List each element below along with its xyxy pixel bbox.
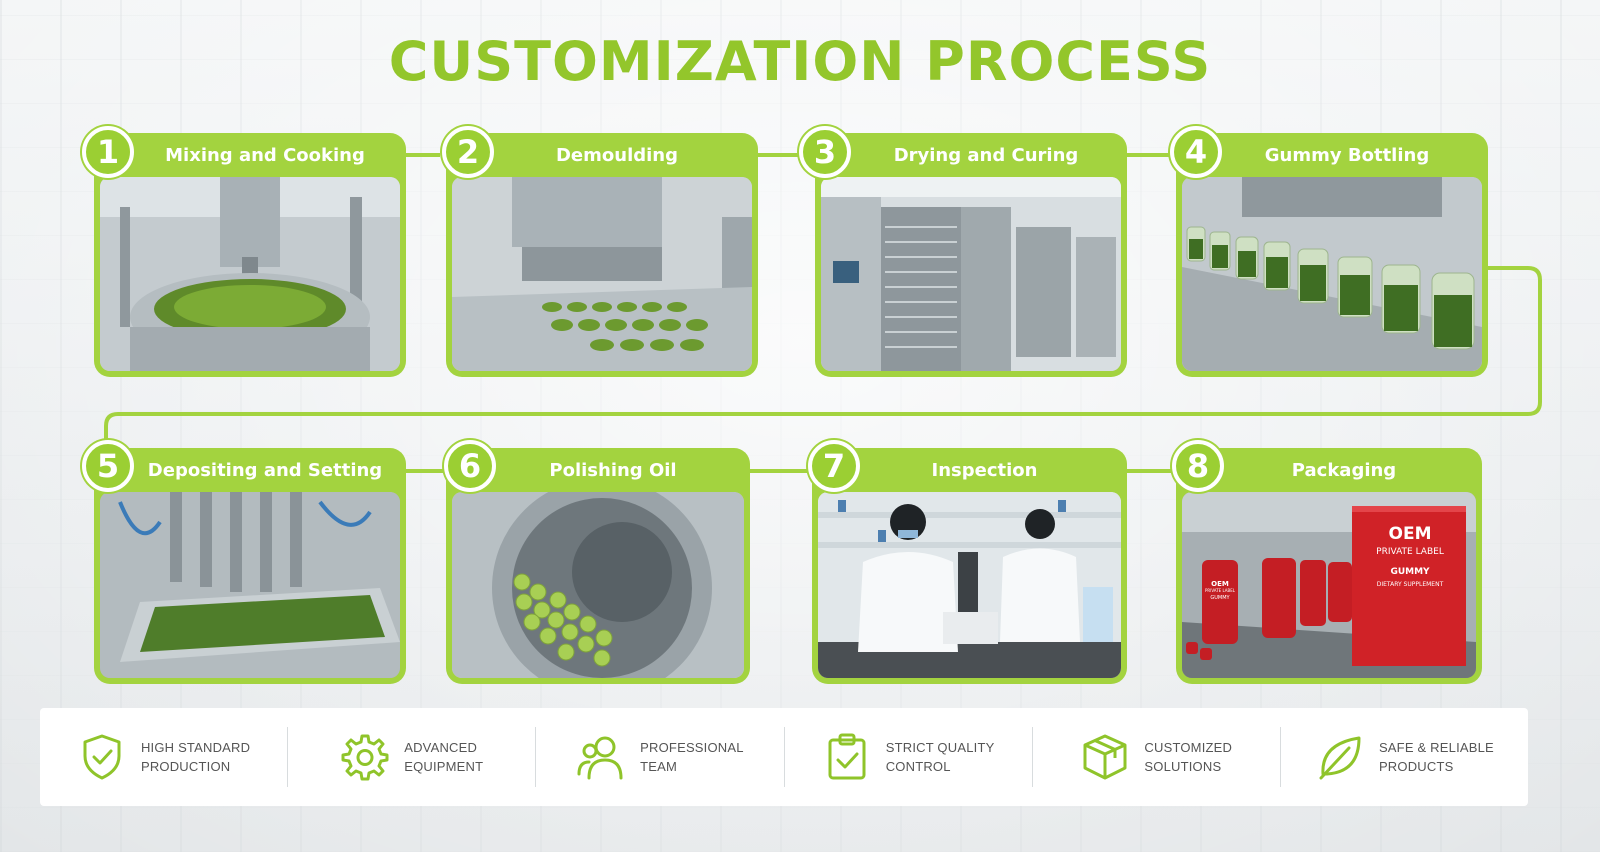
lab-inspection-photo bbox=[818, 492, 1121, 678]
oem-box-text: OEM PRIVATE LABEL GUMMY DIETARY SUPPLEME… bbox=[1376, 524, 1444, 588]
gear-icon bbox=[341, 734, 389, 781]
step-card-depositing-and-setting: Depositing and Setting bbox=[94, 448, 406, 684]
features-bar: HIGH STANDARD PRODUCTION ADVANCED EQUIPM… bbox=[40, 708, 1528, 806]
feature-line: PROFESSIONAL bbox=[640, 740, 744, 755]
feature-line: HIGH STANDARD bbox=[140, 740, 251, 755]
step-label: Drying and Curing bbox=[893, 144, 1079, 166]
step-label: Mixing and Cooking bbox=[165, 144, 365, 166]
feature-high-standard-production: HIGH STANDARD PRODUCTION bbox=[40, 727, 289, 787]
step-card-mixing-and-cooking: Mixing and Cooking bbox=[94, 133, 406, 377]
mixing-kettle-photo bbox=[100, 177, 400, 371]
feature-line: ADVANCED bbox=[404, 740, 478, 755]
step-number-badge: 7 bbox=[808, 440, 860, 492]
step-label: Depositing and Setting bbox=[147, 459, 383, 481]
step-label: Inspection bbox=[931, 459, 1038, 481]
packaging-photo: OEM PRIVATE LABEL GUMMY DIETARY SUPPLEME… bbox=[1182, 492, 1476, 678]
feature-customized-solutions: CUSTOMIZED SOLUTIONS bbox=[1033, 727, 1281, 787]
feature-line: PRODUCTS bbox=[1378, 759, 1454, 774]
clipboard-check-icon bbox=[828, 733, 866, 780]
step-number-badge: 8 bbox=[1172, 440, 1224, 492]
step-label: Demoulding bbox=[555, 144, 678, 166]
team-icon bbox=[577, 736, 623, 780]
step-card-demoulding: Demoulding bbox=[446, 133, 758, 377]
feature-line: TEAM bbox=[640, 759, 678, 774]
page-title: CUSTOMIZATION PROCESS bbox=[388, 30, 1212, 93]
feature-line: SOLUTIONS bbox=[1144, 759, 1222, 774]
step-label: Packaging bbox=[1291, 459, 1397, 481]
shield-check-icon bbox=[83, 734, 121, 780]
box-icon bbox=[1083, 734, 1127, 780]
polishing-drum-photo bbox=[452, 492, 744, 678]
feature-line: EQUIPMENT bbox=[404, 759, 484, 774]
feature-line: SAFE & RELIABLE bbox=[1378, 740, 1494, 755]
depositing-machine-photo bbox=[100, 492, 400, 678]
step-card-drying-and-curing: Drying and Curing bbox=[815, 133, 1127, 377]
step-label: Gummy Bottling bbox=[1264, 144, 1430, 166]
step-card-inspection: Inspection bbox=[812, 448, 1127, 684]
feature-line: CUSTOMIZED bbox=[1144, 740, 1233, 755]
demoulding-machine-photo bbox=[452, 177, 752, 371]
step-number-badge: 6 bbox=[444, 440, 496, 492]
feature-advanced-equipment: ADVANCED EQUIPMENT bbox=[288, 727, 537, 787]
step-number-badge: 4 bbox=[1170, 126, 1222, 178]
feature-professional-team: PROFESSIONAL TEAM bbox=[536, 727, 785, 787]
feature-strict-quality-control: STRICT QUALITY CONTROL bbox=[785, 727, 1033, 787]
feature-line: PRODUCTION bbox=[140, 759, 231, 774]
feature-line: CONTROL bbox=[885, 759, 951, 774]
step-card-gummy-bottling: Gummy Bottling bbox=[1176, 133, 1488, 377]
feature-safe-reliable-products: SAFE & RELIABLE PRODUCTS bbox=[1281, 727, 1528, 787]
step-number-badge: 3 bbox=[799, 126, 851, 178]
step-number-badge: 2 bbox=[442, 126, 494, 178]
step-card-polishing-oil: Polishing Oil bbox=[446, 448, 750, 684]
step-number-badge: 1 bbox=[82, 126, 134, 178]
feature-line: STRICT QUALITY bbox=[885, 740, 995, 755]
drying-oven-photo bbox=[821, 177, 1121, 371]
jar-label-text: OEM PRIVATE LABEL GUMMY bbox=[1204, 580, 1236, 601]
step-card-packaging: Packaging OEM PRIVATE LABEL GUMMY DIETAR… bbox=[1176, 448, 1482, 684]
step-label: Polishing Oil bbox=[549, 459, 677, 481]
leaf-icon bbox=[1319, 736, 1361, 780]
step-number-badge: 5 bbox=[82, 440, 134, 492]
bottling-line-photo bbox=[1182, 177, 1482, 371]
